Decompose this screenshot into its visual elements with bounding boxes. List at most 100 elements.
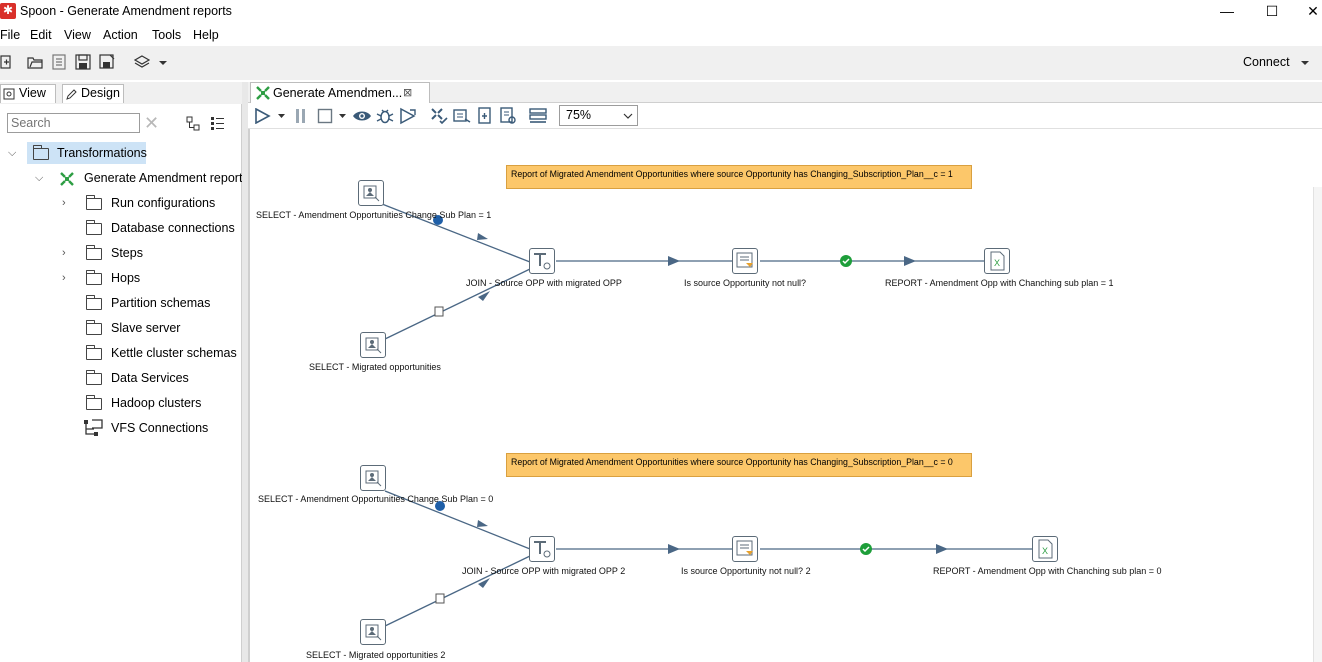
vfs-connections-icon	[84, 419, 103, 436]
folder-icon	[86, 245, 102, 260]
sql-icon[interactable]	[476, 107, 494, 125]
save-as-icon[interactable]	[99, 54, 115, 70]
step-excel-output-icon[interactable]: X	[1032, 536, 1058, 562]
info-marker-icon	[435, 501, 445, 511]
expand-all-icon[interactable]	[210, 116, 225, 131]
transformation-icon	[60, 172, 74, 186]
folder-icon	[86, 195, 102, 210]
vertical-scrollbar[interactable]	[1313, 187, 1322, 662]
step-label: SELECT - Migrated opportunities	[309, 362, 441, 372]
panel-splitter[interactable]	[242, 82, 248, 662]
impact-analysis-icon[interactable]	[453, 107, 471, 125]
menu-edit[interactable]: Edit	[30, 28, 52, 42]
tab-view-label: View	[19, 86, 46, 100]
menu-bar: File Edit View Action Tools Help	[0, 26, 1322, 46]
step-table-input-icon[interactable]	[360, 332, 386, 358]
hop-j2-f2[interactable]	[556, 544, 732, 554]
collapse-chevron-icon[interactable]: ⌵	[8, 147, 17, 159]
menu-view[interactable]: View	[64, 28, 91, 42]
close-button[interactable]: ✕	[1307, 3, 1319, 19]
expand-chevron-icon[interactable]: ›	[62, 247, 66, 259]
debug-bug-icon[interactable]	[376, 107, 394, 125]
view-tab-icon	[3, 88, 15, 100]
tab-design[interactable]: Design	[62, 84, 124, 103]
step-join-icon[interactable]	[529, 248, 555, 274]
menu-file[interactable]: File	[0, 28, 21, 42]
expand-chevron-icon[interactable]: ›	[62, 197, 66, 209]
tree-label: Run configurations	[111, 196, 216, 210]
run-icon[interactable]	[254, 108, 272, 124]
menu-help[interactable]: Help	[193, 28, 219, 42]
step-label: SELECT - Amendment Opportunities Change …	[258, 494, 494, 504]
note-sub-plan-1[interactable]: Report of Migrated Amendment Opportuniti…	[506, 165, 972, 189]
new-file-icon[interactable]	[0, 54, 16, 70]
explore-db-icon[interactable]	[499, 107, 517, 125]
search-input[interactable]	[7, 113, 140, 133]
step-label: REPORT - Amendment Opp with Chanching su…	[933, 566, 1162, 576]
menu-action[interactable]: Action	[103, 28, 138, 42]
spoon-app-icon	[0, 3, 16, 19]
tab-view[interactable]: View	[0, 84, 56, 103]
hop-s3-j2[interactable]	[384, 490, 531, 550]
run-dropdown-icon[interactable]	[277, 109, 286, 123]
tab-generate-amendment[interactable]: Generate Amendmen... ⊠	[250, 82, 430, 103]
tree-label: Steps	[111, 246, 143, 260]
save-icon[interactable]	[75, 54, 91, 70]
connect-button[interactable]: Connect	[1243, 55, 1290, 69]
tree-transformations[interactable]: ⌵ Transformations	[0, 142, 242, 164]
menu-tools[interactable]: Tools	[152, 28, 182, 42]
step-table-input-icon[interactable]	[360, 465, 386, 491]
collapse-all-icon[interactable]	[186, 116, 201, 131]
tree-label: Partition schemas	[111, 296, 211, 310]
zoom-select[interactable]: 75%	[559, 105, 638, 126]
explore-repository-icon[interactable]	[51, 54, 67, 70]
hop-f2-r2[interactable]	[760, 544, 1032, 554]
clear-search-icon[interactable]: ✕	[144, 113, 160, 133]
hop-s1-j1[interactable]	[381, 203, 531, 263]
layers-icon[interactable]	[134, 54, 150, 70]
pause-icon[interactable]	[294, 108, 308, 124]
window-title: Spoon - Generate Amendment reports	[20, 4, 232, 18]
stop-icon[interactable]	[317, 108, 333, 124]
connect-dropdown-icon[interactable]	[1300, 54, 1310, 70]
expand-chevron-icon[interactable]: ›	[62, 272, 66, 284]
transformation-toolbar: 75%	[248, 103, 1322, 129]
step-filter-rows-icon[interactable]	[732, 536, 758, 562]
replay-icon[interactable]	[399, 107, 417, 125]
collapse-chevron-icon[interactable]: ⌵	[35, 172, 44, 184]
hop-f1-r1[interactable]	[760, 256, 984, 266]
minimize-button[interactable]: —	[1220, 3, 1234, 19]
maximize-button[interactable]: ☐	[1265, 3, 1279, 19]
stop-dropdown-icon[interactable]	[338, 109, 347, 123]
tree-label: Data Services	[111, 371, 189, 385]
step-excel-output-icon[interactable]: X	[984, 248, 1010, 274]
note-sub-plan-0[interactable]: Report of Migrated Amendment Opportuniti…	[506, 453, 972, 477]
step-table-input-icon[interactable]	[360, 619, 386, 645]
tab-label: Generate Amendmen...	[273, 86, 403, 100]
layers-dropdown-icon[interactable]	[158, 54, 168, 70]
step-join-icon[interactable]	[529, 536, 555, 562]
hop-j1-f1[interactable]	[556, 256, 732, 266]
verify-icon[interactable]	[430, 107, 448, 125]
tree-generate-amendment-reports[interactable]: ⌵ Generate Amendment reports	[0, 167, 249, 189]
open-folder-icon[interactable]	[27, 54, 43, 70]
preview-eye-icon[interactable]	[352, 108, 372, 124]
step-table-input-icon[interactable]	[358, 180, 384, 206]
hop-s4-j2[interactable]	[384, 555, 531, 627]
step-filter-rows-icon[interactable]	[732, 248, 758, 274]
step-label: Is source Opportunity not null?	[684, 278, 807, 288]
folder-icon	[86, 270, 102, 285]
folder-icon	[86, 345, 102, 360]
close-tab-icon[interactable]: ⊠	[403, 87, 413, 99]
step-label: JOIN - Source OPP with migrated OPP	[466, 278, 622, 288]
tree-label: Generate Amendment reports	[84, 171, 249, 185]
folder-icon	[86, 220, 102, 235]
step-label: SELECT - Migrated opportunities 2	[306, 650, 446, 660]
transformation-canvas[interactable]: Report of Migrated Amendment Opportuniti…	[248, 129, 1322, 662]
folder-icon	[86, 395, 102, 410]
show-results-icon[interactable]	[529, 107, 547, 125]
hop-s2-j1[interactable]	[384, 268, 531, 340]
tab-design-label: Design	[81, 86, 120, 100]
step-label: Is source Opportunity not null? 2	[681, 566, 811, 576]
step-label: REPORT - Amendment Opp with Chanching su…	[885, 278, 1114, 288]
